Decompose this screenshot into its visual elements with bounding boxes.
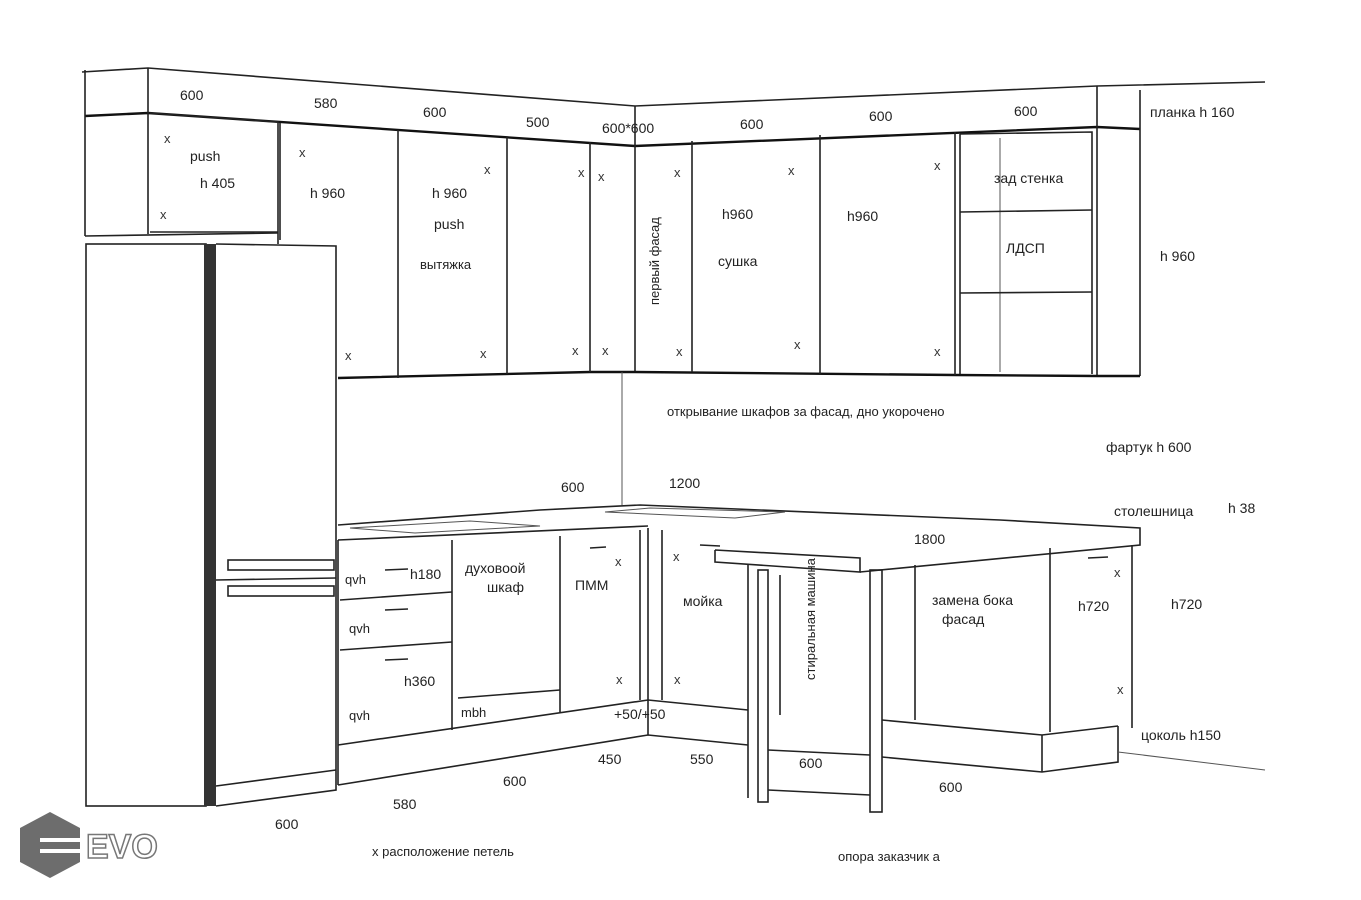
label-h960: h960 [722,206,753,222]
dim-upper-4: 500 [526,114,550,130]
label-h960-side: h 960 [1160,248,1195,264]
label-h720: h720 [1078,598,1109,614]
label-qvh: qvh [349,621,370,636]
upper-cabinets [84,112,1140,505]
dim-floor: 450 [598,751,622,767]
dim-floor: 600 [799,755,823,771]
hinge-mark: x [674,672,681,687]
hinge-mark: x [164,131,171,146]
dim-upper-3: 600 [423,104,447,120]
label-dishwasher: ПММ [575,577,608,593]
label-back-wall: зад стенка [994,170,1063,186]
hinge-mark: x [602,343,609,358]
dim-floor: 600 [939,779,963,795]
logo-text: EVO [86,828,158,866]
hinge-mark: x [1117,682,1124,697]
hinge-mark: x [794,337,801,352]
worktop-label: столешница [1114,503,1193,519]
hinge-marks: x x x x x x x x x x x x x x x x x x x x … [160,131,1124,697]
hinge-mark: x [788,163,795,178]
plank-label: планка h 160 [1150,104,1235,120]
label-push: push [190,148,220,164]
label-washing-machine: стиральная машина [803,557,818,680]
dim-upper-8: 600 [1014,103,1038,119]
label-oven: духовоой [465,560,525,576]
hinge-mark: x [578,165,585,180]
backsplash-label: фартук h 600 [1106,439,1192,455]
label-qvh: qvh [345,572,366,587]
hinge-mark: x [674,165,681,180]
label-plinth: цоколь h150 [1141,727,1221,743]
hinge-mark: x [673,549,680,564]
label-h960: h960 [847,208,878,224]
dim-upper-6: 600 [740,116,764,132]
dim-worktop-1800: 1800 [914,531,945,547]
label-h720: h720 [1171,596,1202,612]
dim-upper-7: 600 [869,108,893,124]
label-h960: h 960 [310,185,345,201]
fridge [85,243,337,807]
label-h360: h360 [404,673,435,689]
dim-floor: 550 [690,751,714,767]
support-note: опора заказчик а [838,849,941,864]
dim-upper-5: 600*600 [602,120,654,136]
hinge-mark: x [616,672,623,687]
hinge-mark: x [345,348,352,363]
worktop-height: h 38 [1228,500,1255,516]
hinge-mark: x [615,554,622,569]
hinge-mark: x [480,346,487,361]
note-opening: открывание шкафов за фасад, дно укорочен… [667,404,945,419]
hinge-mark: x [160,207,167,222]
legend-hinges: x расположение петель [372,844,514,859]
label-qvh: qvh [349,708,370,723]
label-mbh: mbh [461,705,486,720]
hinge-mark: x [676,344,683,359]
label-ldsp: ЛДСП [1006,240,1045,256]
label-first-facade: первый фасад [647,217,662,305]
dim-upper-1: 600 [180,87,204,103]
label-hood: вытяжка [420,257,472,272]
label-side-replace: замена бока [932,592,1013,608]
hinge-mark: x [1114,565,1121,580]
dim-upper-2: 580 [314,95,338,111]
hinge-mark: x [934,344,941,359]
label-sink: мойка [683,593,723,609]
hinge-mark: x [299,145,306,160]
ceiling-plank [81,67,1266,376]
label-oven: шкаф [487,579,524,595]
label-h405: h 405 [200,175,235,191]
label-plus50: +50/+50 [614,706,666,722]
hinge-mark: x [934,158,941,173]
evo-logo: EVO [20,812,159,878]
label-push: push [434,216,464,232]
label-side-replace: фасад [942,611,984,627]
dim-worktop-600: 600 [561,479,585,495]
label-dryer: сушка [718,253,758,269]
label-h960: h 960 [432,185,467,201]
dim-floor: 600 [275,816,299,832]
hinge-mark: x [484,162,491,177]
dim-floor: 600 [503,773,527,789]
hinge-mark: x [572,343,579,358]
hinge-mark: x [598,169,605,184]
label-h180: h180 [410,566,441,582]
dim-worktop-1200: 1200 [669,475,700,491]
lower-cabinets [337,504,1266,813]
dim-floor: 580 [393,796,417,812]
